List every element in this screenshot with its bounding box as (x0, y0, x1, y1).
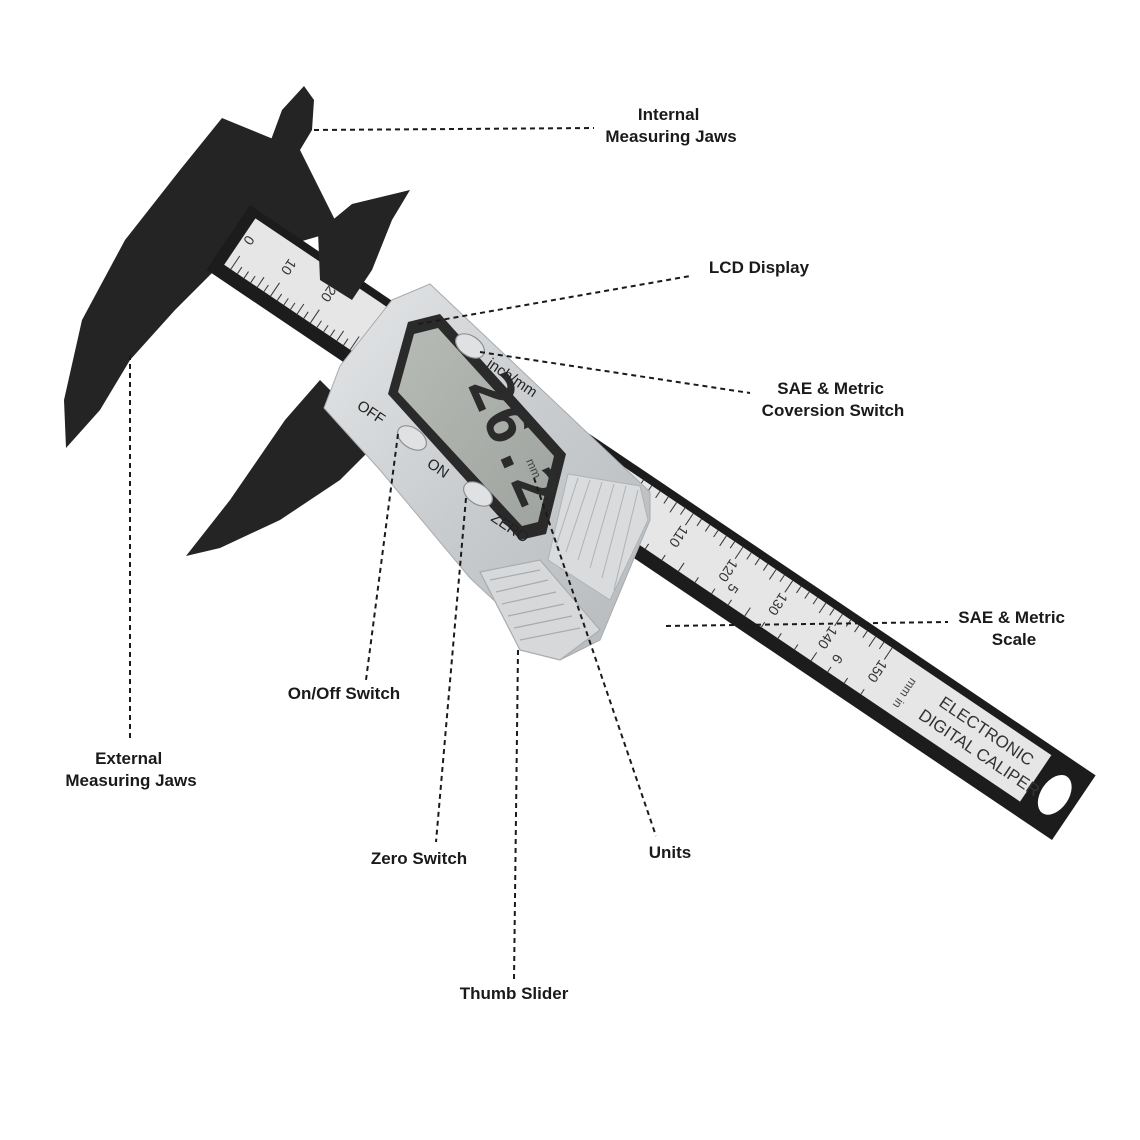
callout-onoff-switch: On/Off Switch (288, 684, 400, 703)
leader-scale (665, 621, 949, 627)
callout-scale-line2: Scale (992, 630, 1036, 649)
leader-internal-jaws (313, 127, 595, 131)
callout-thumb-slider: Thumb Slider (460, 984, 569, 1003)
callout-onoff-switch-line1: On/Off Switch (288, 684, 400, 703)
internal-jaw-sliding (318, 190, 410, 300)
beam-hole (1037, 774, 1072, 815)
scale-ticks-upper (230, 255, 360, 351)
leader-thumb-slider (513, 649, 519, 981)
leader-zero-switch (435, 497, 467, 843)
callout-units-line1: Units (649, 843, 692, 862)
callout-external-jaws-line2: Measuring Jaws (65, 771, 196, 790)
lcd-display (398, 328, 554, 526)
conversion-switch-button[interactable] (451, 329, 489, 363)
callout-conversion-switch: SAE & Metric Coversion Switch (762, 379, 905, 420)
internal-jaw-fixed (268, 86, 314, 150)
callout-scale-line1: SAE & Metric (958, 608, 1065, 627)
callout-conversion-switch-line1: SAE & Metric (777, 379, 884, 398)
callout-scale: SAE & Metric Scale (958, 608, 1069, 649)
callout-conversion-switch-line2: Coversion Switch (762, 401, 905, 420)
leader-units (533, 477, 657, 837)
callout-zero-switch-line1: Zero Switch (371, 849, 467, 868)
zero-switch-button[interactable] (459, 477, 497, 511)
callout-internal-jaws: Internal Measuring Jaws (605, 105, 736, 146)
callout-units: Units (649, 843, 692, 862)
leader-conversion-switch (479, 351, 751, 394)
slider-grip (547, 473, 649, 601)
callout-zero-switch: Zero Switch (371, 849, 467, 868)
thumb-slider[interactable] (479, 559, 601, 661)
callout-lcd-display-line1: LCD Display (709, 258, 810, 277)
slider-housing: 26.2 mm inch/mm OFF ON ZERO (323, 283, 651, 661)
callout-lcd-display: LCD Display (709, 258, 810, 277)
scale-label-10: 10 (278, 256, 300, 278)
external-jaw-sliding (186, 380, 380, 556)
beam: 0 10 20 (206, 205, 1096, 841)
onoff-switch-button[interactable] (393, 421, 431, 455)
callout-internal-jaws-line2: Measuring Jaws (605, 127, 736, 146)
callout-thumb-slider-line1: Thumb Slider (460, 984, 569, 1003)
callout-external-jaws-line1: External (95, 749, 162, 768)
leader-lcd-display (417, 275, 691, 325)
callout-internal-jaws-line1: Internal (638, 105, 699, 124)
callout-external-jaws: External Measuring Jaws (65, 749, 196, 790)
external-jaw-fixed (64, 118, 340, 448)
